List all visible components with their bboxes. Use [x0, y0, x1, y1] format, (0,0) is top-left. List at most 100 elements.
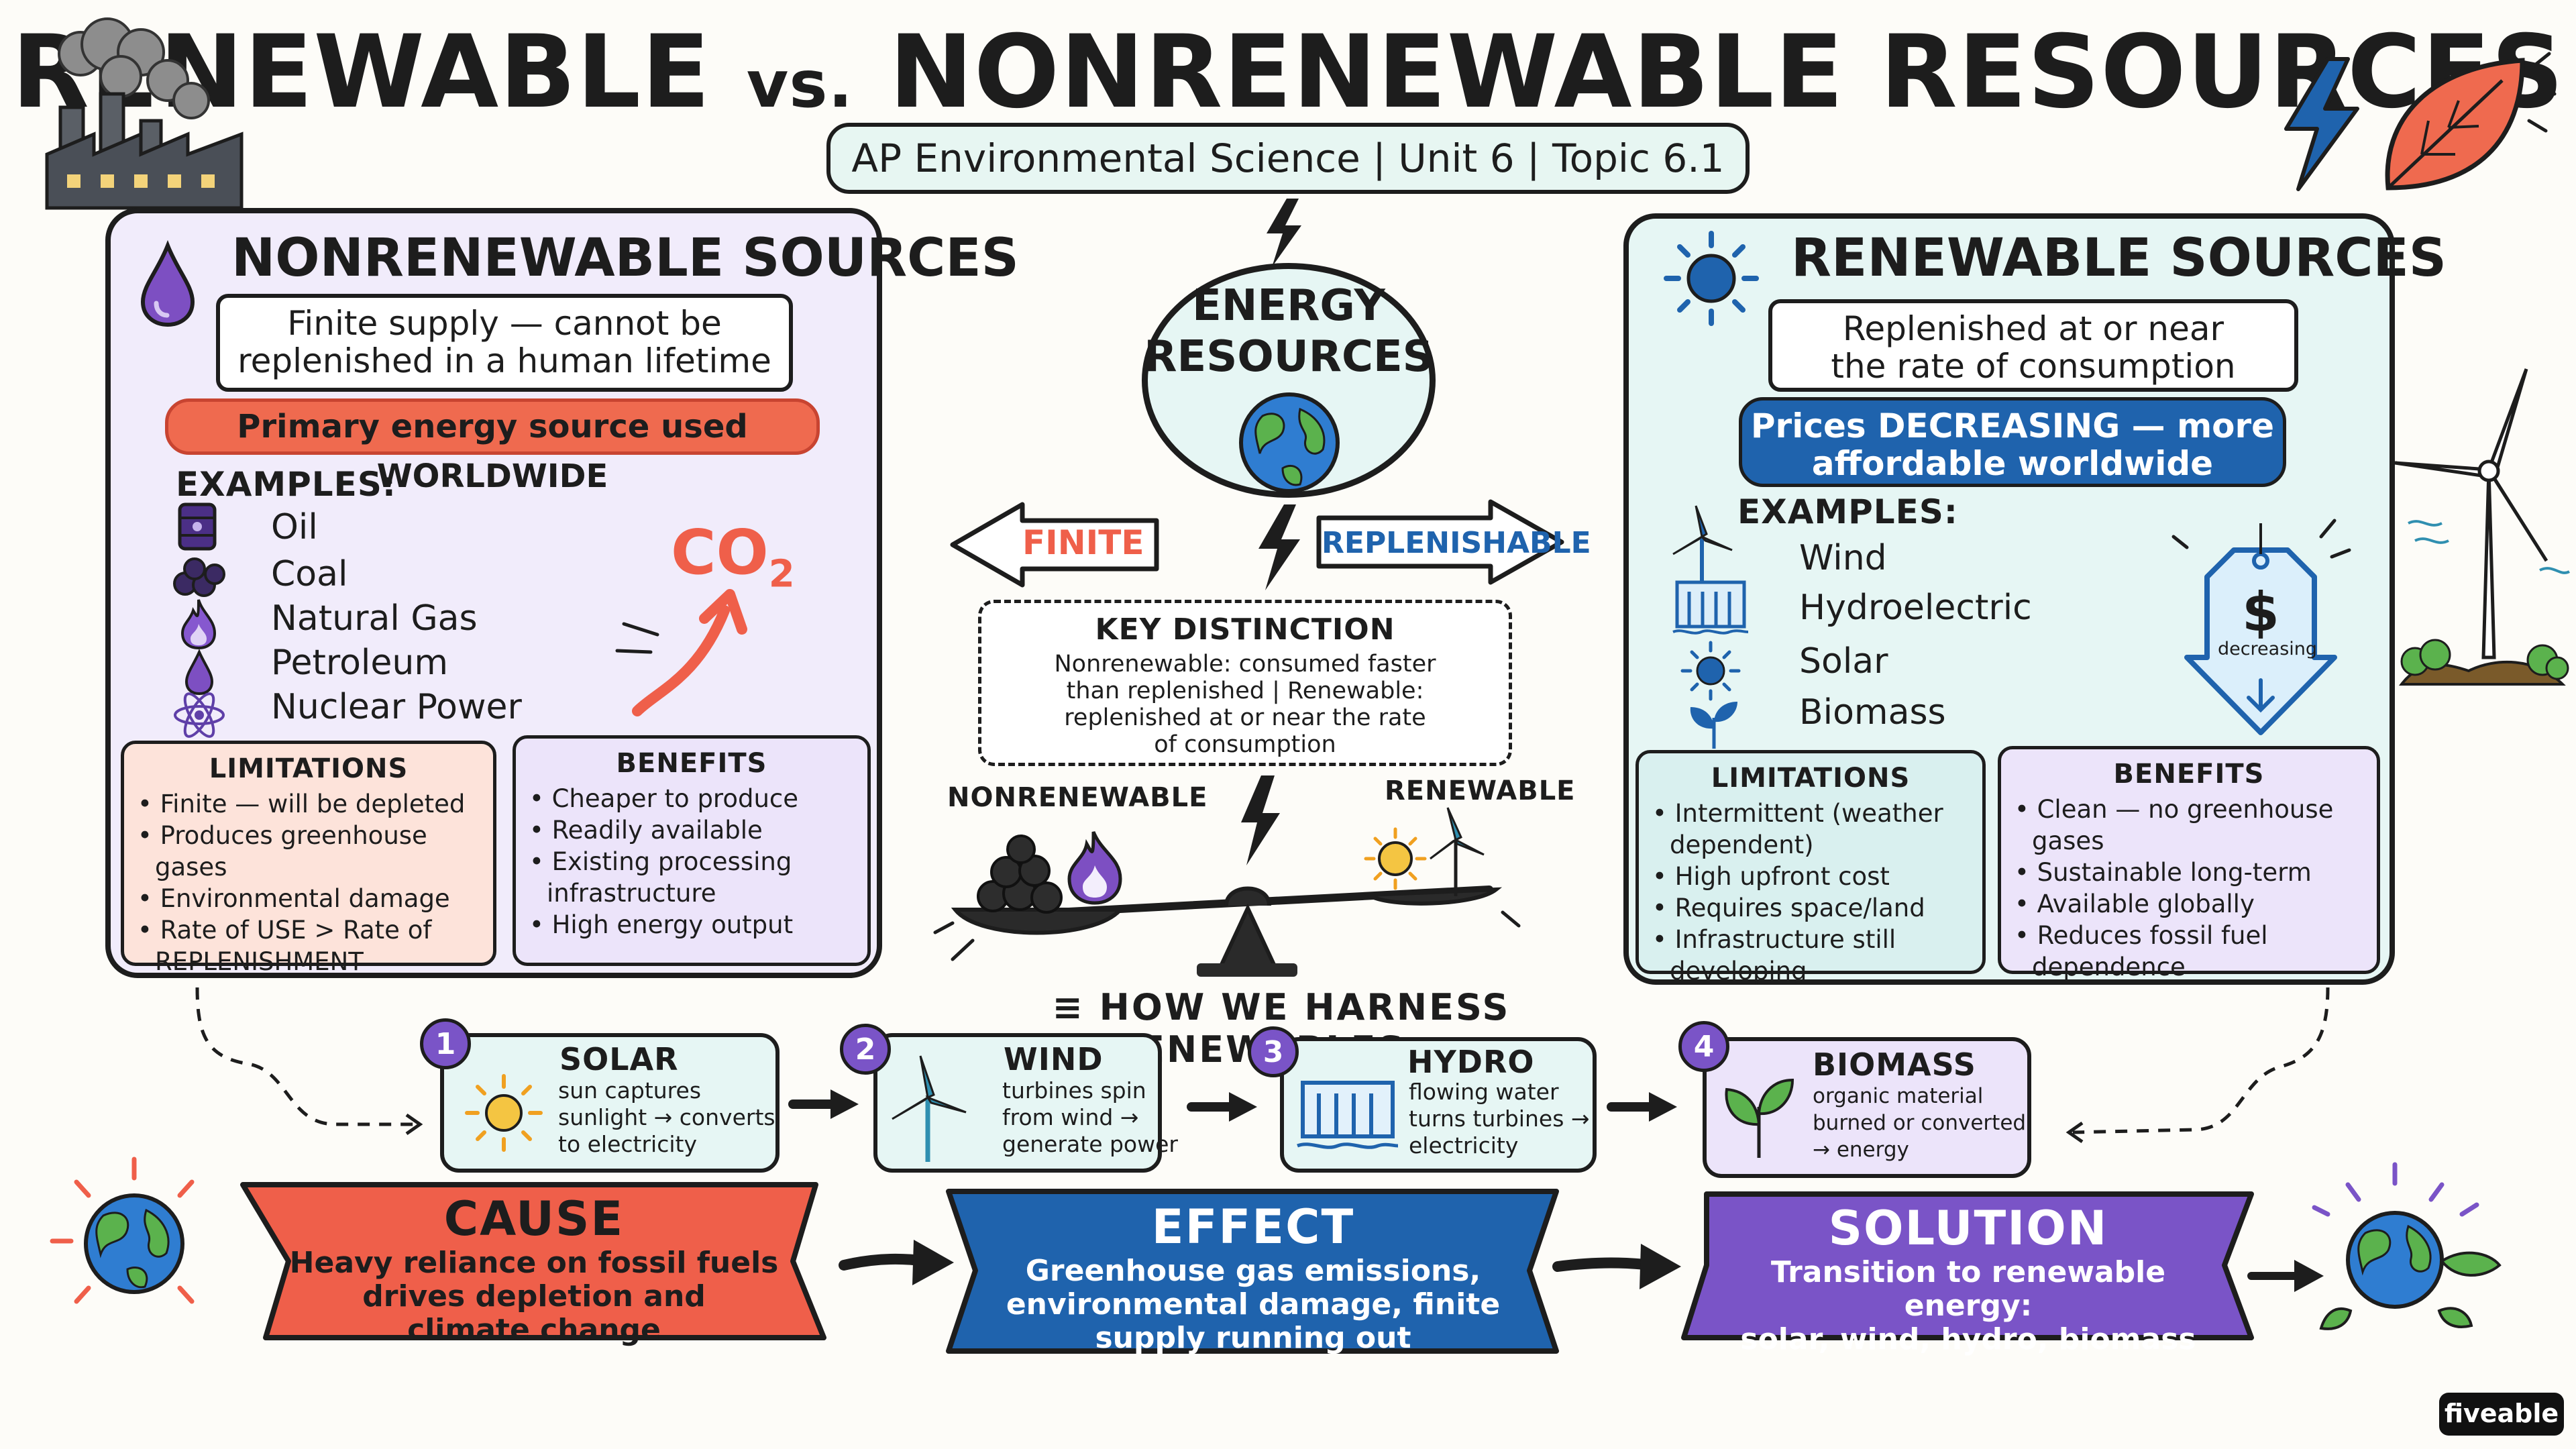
- balance-scale-icon: [933, 775, 1521, 977]
- step-solar-line: sun captures: [558, 1077, 702, 1104]
- large-wind-turbine-icon: [2394, 368, 2570, 686]
- renewable-definition: Replenished at or near the rate of consu…: [1768, 299, 2298, 392]
- solution-banner-shape: [1681, 1191, 2254, 1340]
- globe-icon: [1239, 392, 1340, 493]
- solution-line: solar, wind, hydro, biomass: [1740, 1322, 2196, 1356]
- oil-drop-icon: [140, 239, 195, 327]
- co2-subscript: 2: [768, 552, 795, 596]
- example-oil: Oil: [271, 507, 318, 547]
- oil-barrel-icon: [178, 502, 217, 551]
- step-solar-line: to electricity: [558, 1131, 697, 1157]
- renewable-benefit-item: Clean — no greenhouse gases: [2015, 794, 2363, 857]
- step-number-4: 4: [1678, 1021, 1729, 1072]
- renewable-benefit-item: Available globally: [2015, 888, 2363, 920]
- step-biomass-text: organic material burned or converted → e…: [1813, 1083, 2026, 1163]
- renewable-benefits-box: BENEFITS Clean — no greenhouse gases Sus…: [1998, 746, 2380, 981]
- step-hydro-head: HYDRO: [1407, 1044, 1535, 1080]
- price-tag-icon: $: [2171, 519, 2351, 735]
- hydroelectric-dam-icon: [1672, 580, 1749, 635]
- solar-sun-icon: [1680, 641, 1741, 701]
- svg-text:$: $: [2242, 581, 2279, 643]
- effect-banner: EFFECT Greenhouse gas emissions, environ…: [978, 1199, 1528, 1355]
- renewable-limitations-box: LIMITATIONS Intermittent (weather depend…: [1635, 750, 1986, 985]
- replenishable-label: REPLENISHABLE: [1322, 526, 1591, 560]
- price-tag-label: decreasing: [2217, 639, 2318, 659]
- banner-arrow-icon: [1552, 1244, 1681, 1289]
- example-nuclear-power: Nuclear Power: [271, 687, 522, 727]
- co2-rising-arrow-icon: [615, 589, 747, 716]
- prices-line2: affordable worldwide: [1811, 444, 2214, 483]
- banner-arrow-icon: [839, 1240, 954, 1285]
- page-title: RENEWABLE vs. NONRENEWABLE RESOURCES: [0, 12, 2576, 145]
- step-hydro-line: electricity: [1409, 1132, 1519, 1159]
- nonrenewable-worldwide-pill: Primary energy source used WORLDWIDE: [165, 398, 820, 495]
- renewable-benefit-item: Sustainable long-term: [2015, 857, 2363, 888]
- petroleum-drop-icon: [184, 649, 214, 696]
- pill-worldwide: WORLDWIDE: [376, 458, 608, 495]
- step-solar-text: sun captures sunlight → converts to elec…: [558, 1077, 775, 1158]
- step-arrow-icon: [1607, 1092, 1677, 1122]
- replenishable-arrow-icon: [1316, 499, 1564, 585]
- nonrenewable-limitation-item: Rate of USE > Rate of REPLENISHMENT: [138, 914, 480, 977]
- step-hydro-text: flowing water turns turbines → electrici…: [1409, 1079, 1590, 1159]
- renewable-limitation-item: Intermittent (weather dependent): [1652, 798, 1969, 861]
- pill-prefix: Primary energy source used: [237, 408, 748, 445]
- nonrenewable-benefits-head: BENEFITS: [616, 748, 767, 779]
- co2-text: CO: [671, 517, 769, 588]
- nonrenewable-benefit-item: Readily available: [529, 814, 854, 846]
- step-solar-line: sunlight → converts: [558, 1104, 775, 1130]
- nonrenewable-examples-head: EXAMPLES:: [176, 465, 396, 504]
- nonrenewable-benefit-item: Cheaper to produce: [529, 783, 854, 814]
- step-biomass-line: burned or converted: [1813, 1111, 2027, 1135]
- renewable-benefit-item: Reduces fossil fuel dependence: [2015, 920, 2363, 983]
- factory-icon: [45, 17, 244, 210]
- nonrenewable-definition-line2: replenished in a human lifetime: [237, 341, 771, 380]
- step-wind-text: turbines spin from wind → generate power: [1002, 1077, 1178, 1158]
- step-number-3: 3: [1248, 1026, 1299, 1077]
- energy-line1: ENERGY: [1192, 281, 1385, 331]
- co2-label: CO2: [671, 517, 795, 596]
- step-hydro-line: turns turbines →: [1409, 1106, 1590, 1132]
- key-line1: Nonrenewable: consumed faster: [1054, 651, 1436, 678]
- dashed-connector-left: [195, 987, 423, 1136]
- renewable-limitation-item: Requires space/land: [1652, 892, 1969, 924]
- nonrenewable-definition-line1: Finite supply — cannot be: [287, 304, 722, 343]
- example-hydroelectric: Hydroelectric: [1799, 588, 2032, 628]
- energy-resources-label: ENERGY RESOURCES: [1142, 280, 1436, 382]
- step-solar-sun-icon: [465, 1074, 543, 1152]
- cause-head: CAUSE: [443, 1191, 625, 1246]
- cause-banner: CAUSE Heavy reliance on fossil fuels dri…: [266, 1191, 802, 1347]
- step-biomass-plant-icon: [1725, 1078, 1794, 1158]
- step-arrow-icon: [788, 1089, 859, 1119]
- nonrenewable-limitation-item: Environmental damage: [138, 883, 480, 914]
- step-wind-line: from wind →: [1002, 1104, 1139, 1130]
- cause-line: drives depletion and: [362, 1279, 706, 1313]
- nonrenewable-definition: Finite supply — cannot be replenished in…: [216, 294, 793, 392]
- nonrenewable-limitation-item: Finite — will be depleted: [138, 788, 480, 820]
- renewable-limitations-head: LIMITATIONS: [1711, 763, 1911, 794]
- subtitle-badge: AP Environmental Science | Unit 6 | Topi…: [826, 123, 1750, 194]
- solution-head: SOLUTION: [1828, 1201, 2108, 1256]
- sun-icon: [1664, 231, 1759, 326]
- step-wind-line: turbines spin: [1002, 1077, 1146, 1104]
- step-hydro-dam-icon: [1297, 1081, 1399, 1149]
- renewable-heading: RENEWABLE SOURCES: [1791, 228, 2447, 288]
- nuclear-atom-icon: [174, 692, 225, 738]
- step-wind-turbine-icon: [892, 1055, 967, 1162]
- step-wind-line: generate power: [1002, 1131, 1178, 1157]
- biomass-sprout-icon: [1690, 702, 1737, 749]
- effect-head: EFFECT: [1151, 1199, 1355, 1254]
- key-distinction-title: KEY DISTINCTION: [1095, 612, 1395, 647]
- fiveable-logo: fiveable: [2439, 1393, 2564, 1436]
- title-vs: vs.: [746, 47, 853, 122]
- finite-arrow-icon: [950, 502, 1159, 588]
- leaf-icon: [2385, 52, 2557, 191]
- example-biomass: Biomass: [1799, 692, 1946, 733]
- cause-banner-shape: [240, 1182, 826, 1340]
- title-nonrenewable: NONRENEWABLE RESOURCES: [889, 14, 2565, 131]
- wind-turbine-icon: [1672, 505, 1733, 582]
- step-biomass-line: → energy: [1813, 1138, 1909, 1162]
- earth-leaves-icon: [2312, 1162, 2502, 1330]
- natural-gas-flame-icon: [180, 599, 217, 650]
- nonrenewable-limitations-head: LIMITATIONS: [209, 753, 409, 784]
